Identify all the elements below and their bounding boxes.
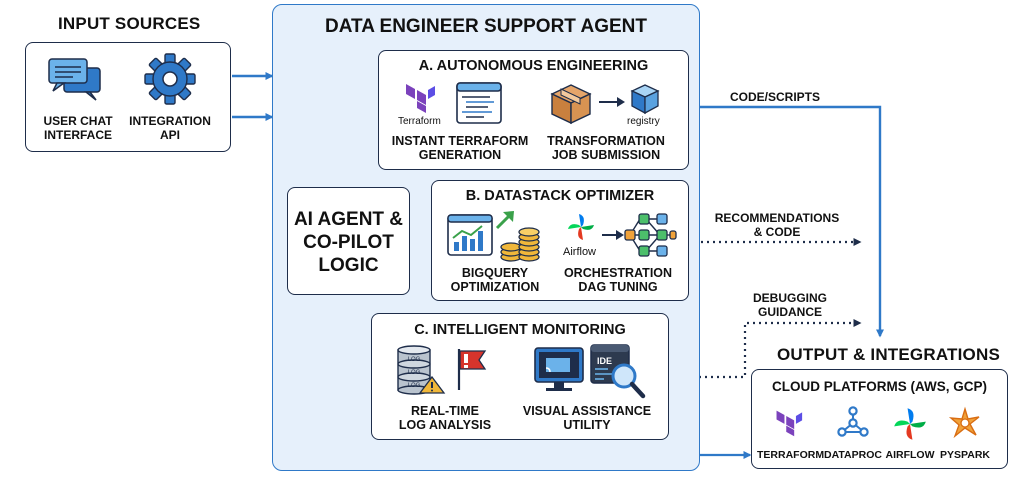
datastack-optimizer-title: B. DATASTACK OPTIMIZER xyxy=(465,188,655,204)
bar-chart-icon xyxy=(447,214,493,256)
output-title: OUTPUT & INTEGRATIONS xyxy=(777,345,1000,364)
autonomous-engineering-title: A. AUTONOMOUS ENGINEERING xyxy=(418,58,649,74)
airflow-logo-text: Airflow xyxy=(563,246,597,258)
airflow-logo-icon xyxy=(568,214,594,240)
platform-label-terraform: TERRAFORM xyxy=(757,449,825,461)
package-box-icon xyxy=(550,84,592,125)
pyspark-star-icon xyxy=(948,406,980,439)
code-window-icon xyxy=(456,82,502,124)
ai-agent-line1: AI AGENT & xyxy=(293,209,404,230)
input-sources-title: INPUT SOURCES xyxy=(58,14,201,33)
ai-agent-box: AI AGENT & CO-PILOT LOGIC xyxy=(287,187,410,295)
log-text-1: LOG xyxy=(408,357,421,363)
cloud-platforms-title: CLOUD PLATFORMS (AWS, GCP) xyxy=(772,379,987,394)
terraform-logo-icon xyxy=(406,84,435,113)
monitor-cast-icon xyxy=(534,347,584,391)
log-text-3: LOG xyxy=(408,383,421,389)
log-text-2: LOG xyxy=(408,370,421,376)
arrow-right-icon xyxy=(602,230,624,240)
gear-icon xyxy=(144,53,196,105)
ide-text: IDE xyxy=(597,356,612,366)
dataproc-icon xyxy=(837,406,869,437)
arrow-debugging xyxy=(669,319,862,379)
platform-label-dataproc: DATAPROC xyxy=(824,449,882,461)
recommendations-label: RECOMMENDATIONS& CODE xyxy=(714,211,840,239)
registry-cube-icon xyxy=(630,84,660,115)
platform-label-pyspark: PYSPARK xyxy=(940,449,990,461)
code-scripts-label: CODE/SCRIPTS xyxy=(730,90,821,104)
airflow-icon xyxy=(894,408,926,440)
platform-label-airflow: AIRFLOW xyxy=(885,449,935,461)
terraform-logo-text: Terraform xyxy=(398,116,441,127)
coins-stack-icon xyxy=(500,227,540,262)
arrow-right-icon xyxy=(599,97,625,107)
ide-magnifier-icon: IDE xyxy=(590,344,646,399)
ai-agent-line3: LOGIC xyxy=(318,255,379,276)
growth-arrow-icon xyxy=(495,211,514,230)
ai-agent-line2: CO-PILOT xyxy=(303,232,394,253)
chat-bubbles-icon xyxy=(48,58,101,101)
log-database-icon: LOG LOG LOG xyxy=(397,345,446,395)
dag-graph-icon xyxy=(624,213,677,257)
red-flag-icon xyxy=(457,349,487,390)
arrow-code-scripts xyxy=(689,105,884,338)
intelligent-monitoring-title: C. INTELLIGENT MONITORING xyxy=(414,322,626,338)
terraform-icon xyxy=(776,410,803,437)
autonomous-engineering-box: A. AUTONOMOUS ENGINEERING xyxy=(378,50,689,170)
registry-text: registry xyxy=(627,116,660,127)
agent-title: DATA ENGINEER SUPPORT AGENT xyxy=(325,16,647,37)
